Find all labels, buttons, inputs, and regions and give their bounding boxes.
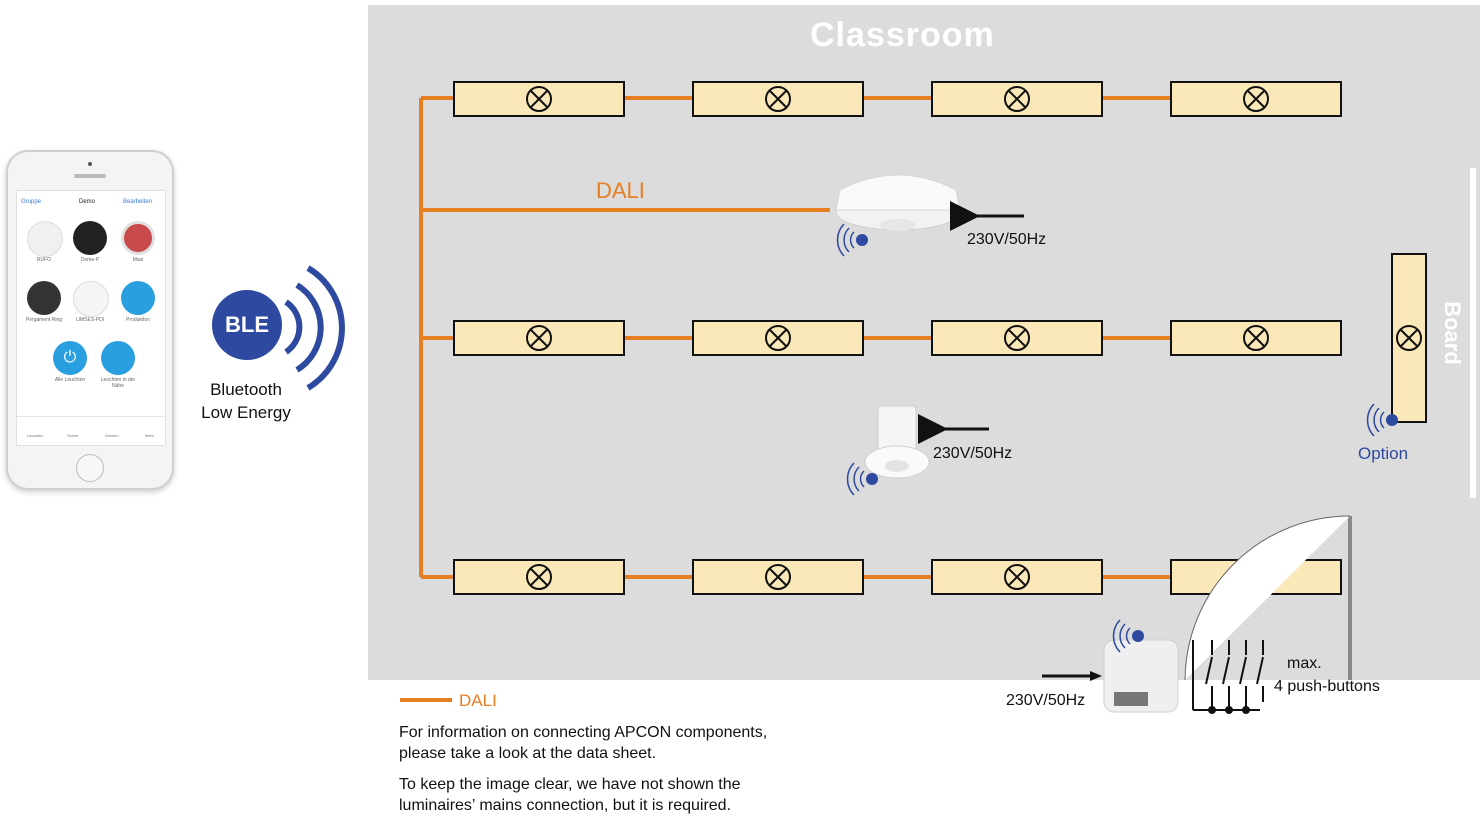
nav-more[interactable]: Mehr [145, 433, 155, 438]
app-label: RUFO [36, 257, 52, 263]
luminaire [1170, 81, 1342, 117]
sensor-1-power-label: 230V/50Hz [967, 231, 1047, 248]
app-tile-dome[interactable] [73, 221, 107, 255]
power-icon[interactable]: ⏻ [53, 341, 87, 375]
board-luminaire [1366, 253, 1427, 437]
pushbuttons-symbol [1192, 640, 1264, 714]
dali-bus [419, 96, 1171, 579]
board-wall [1470, 168, 1476, 498]
legend-dali-label: DALI [459, 691, 497, 710]
door [1184, 515, 1352, 681]
pushbutton-module [1042, 619, 1179, 713]
app-label: LIMSES-PDI [75, 317, 105, 323]
room-title: Classroom [810, 16, 995, 54]
nav-scene[interactable]: Szene [67, 433, 79, 438]
dali-label: DALI [596, 178, 645, 203]
nearby-icon[interactable] [101, 341, 135, 375]
app-tile-produktion[interactable] [121, 281, 155, 315]
header-edit-link[interactable]: Bearbeiten [123, 199, 153, 205]
note-line-2: please take a look at the data sheet. [399, 745, 657, 762]
app-tile-maxi[interactable] [121, 221, 155, 255]
luminaire [692, 559, 864, 595]
note-line-4: luminaires’ mains connection, but it is … [399, 797, 732, 814]
pushbuttons-count-label: 4 push-buttons [1274, 678, 1380, 695]
ble-badge: BLE [212, 290, 282, 360]
board-label: Board [1439, 301, 1465, 365]
app-tile-limses[interactable] [73, 281, 109, 317]
module-power-label: 230V/50Hz [1006, 692, 1086, 709]
nav-scenes[interactable]: Szenen [105, 433, 119, 438]
luminaire [931, 81, 1103, 117]
luminaire [931, 320, 1103, 356]
ble-waves [284, 265, 345, 391]
camera-dot [88, 162, 92, 166]
luminaire [931, 559, 1103, 595]
pushbuttons-max-label: max. [1287, 655, 1322, 672]
luminaire [453, 320, 625, 356]
app-tile-pergament[interactable] [27, 281, 61, 315]
ble-caption-line2: Low Energy [201, 403, 291, 422]
app-label: Leuchten in der Nähe [100, 377, 136, 389]
speaker-slot [74, 174, 106, 178]
app-tile-rufo[interactable] [27, 221, 63, 257]
option-label: Option [1358, 444, 1409, 463]
smartphone: Gruppe Demo Bearbeiten RUFO Dome-P Maxi … [6, 150, 174, 490]
ble-caption-line1: Bluetooth [210, 380, 282, 399]
note-line-1: For information on connecting APCON comp… [399, 724, 768, 741]
luminaire [692, 81, 864, 117]
header-title: Demo [79, 199, 96, 205]
app-label: Produktion [126, 317, 150, 323]
app-label: Alle Leuchten [54, 377, 86, 383]
nav-lights[interactable]: Leuchten [27, 433, 44, 438]
app-label: Maxi [132, 257, 144, 263]
ceiling-sensor-1 [835, 174, 1024, 257]
wireless-icon [836, 223, 869, 257]
home-button[interactable] [76, 454, 104, 482]
luminaire [453, 559, 625, 595]
app-label: Dome-P [80, 257, 100, 263]
sensor-2-power-label: 230V/50Hz [933, 445, 1013, 462]
ceiling-sensor-2 [846, 405, 989, 496]
app-label: Pergament Ring [25, 317, 63, 323]
header-group-link[interactable]: Gruppe [21, 199, 42, 205]
ble-caption: Bluetooth Low Energy [196, 378, 296, 424]
luminaire [692, 320, 864, 356]
phone-screen: Gruppe Demo Bearbeiten RUFO Dome-P Maxi … [16, 190, 166, 446]
luminaire [1170, 320, 1342, 356]
luminaire [453, 81, 625, 117]
phone-navbar: Leuchten Szene Szenen Mehr [17, 416, 165, 445]
note-line-3: To keep the image clear, we have not sho… [399, 776, 741, 793]
